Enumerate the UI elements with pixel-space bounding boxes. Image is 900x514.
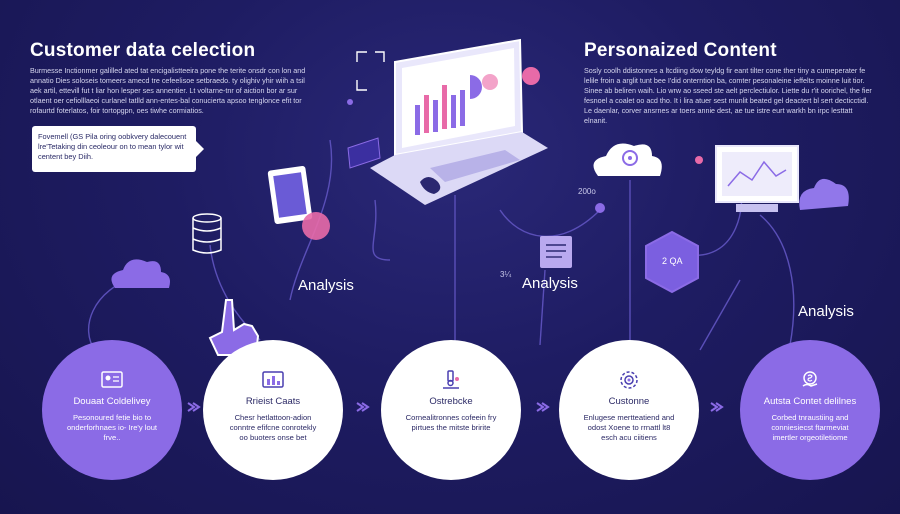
laptop-chart-icon xyxy=(370,38,548,205)
callout-text: Fovemell (GS Pila oring oobkvery dalecou… xyxy=(38,132,187,161)
node-2-text: Chesr hetlattoon-adion conntre efifcne c… xyxy=(229,413,317,442)
left-paragraph: Burmesse Inctionmer galilled ated tat en… xyxy=(30,66,306,115)
document-icon xyxy=(540,236,572,268)
analysis-label-right: Analysis xyxy=(798,303,854,320)
node-3-text: Cornealitronnes cofeein fry pirtues the … xyxy=(405,413,497,432)
process-node-4: Custonne Enlugese mertteatiend and odost… xyxy=(559,340,699,480)
process-node-3: Ostrebcke Cornealitronnes cofeein fry pi… xyxy=(381,340,521,480)
hand-coin-icon xyxy=(802,371,818,387)
cloud-icon-left xyxy=(111,259,170,288)
hexagon-shape xyxy=(645,230,699,294)
node-1-title: Douaat Coldelivey xyxy=(73,396,151,407)
callout-box: Fovemell (GS Pila oring oobkvery dalecou… xyxy=(32,126,204,172)
arrow-2 xyxy=(356,400,370,412)
left-title: Customer data celection xyxy=(30,40,256,61)
node-5-title: Autsta Contet delilnes xyxy=(763,396,857,407)
process-node-2: Rrieist Caats Chesr hetlattoon-adion con… xyxy=(203,340,343,480)
label-2qa: 2 QA xyxy=(662,256,683,266)
node-3-title: Ostrebcke xyxy=(429,396,473,407)
arrow-4 xyxy=(710,400,724,412)
monitor-chart-icon xyxy=(715,145,849,212)
cloud-pin-icon xyxy=(593,143,662,176)
analysis-label-left: Analysis xyxy=(298,277,354,294)
pointer-hand-icon xyxy=(208,299,260,356)
node-1-text: Pesonoured fetie bio to onderforhnaes io… xyxy=(66,413,158,442)
arrow-1 xyxy=(187,400,201,412)
node-2-title: Rrieist Caats xyxy=(245,396,301,407)
microscope-icon xyxy=(443,370,459,389)
chart-card-icon xyxy=(262,371,284,388)
process-node-5: Autsta Contet delilnes Corbed tnraustiin… xyxy=(740,340,880,480)
arrow-3 xyxy=(536,400,550,412)
analysis-label-center: Analysis xyxy=(522,275,578,292)
right-paragraph: Sosly coolh ddistonnes a ltcdiing dow te… xyxy=(584,66,872,125)
process-node-1: Douaat Coldelivey Pesonoured fetie bio t… xyxy=(42,340,182,480)
profile-card-icon xyxy=(101,371,123,388)
label-34: 3¼ xyxy=(500,270,512,279)
label-200: 200o xyxy=(578,187,596,196)
node-4-text: Enlugese mertteatiend and odost Xoene to… xyxy=(583,413,675,442)
right-title: Personaized Content xyxy=(584,40,777,61)
node-4-title: Custonne xyxy=(608,396,650,407)
target-gear-icon xyxy=(620,371,638,389)
node-5-text: Corbed tnraustiing and conniesiecst ftar… xyxy=(771,413,849,442)
database-icon xyxy=(192,213,222,254)
